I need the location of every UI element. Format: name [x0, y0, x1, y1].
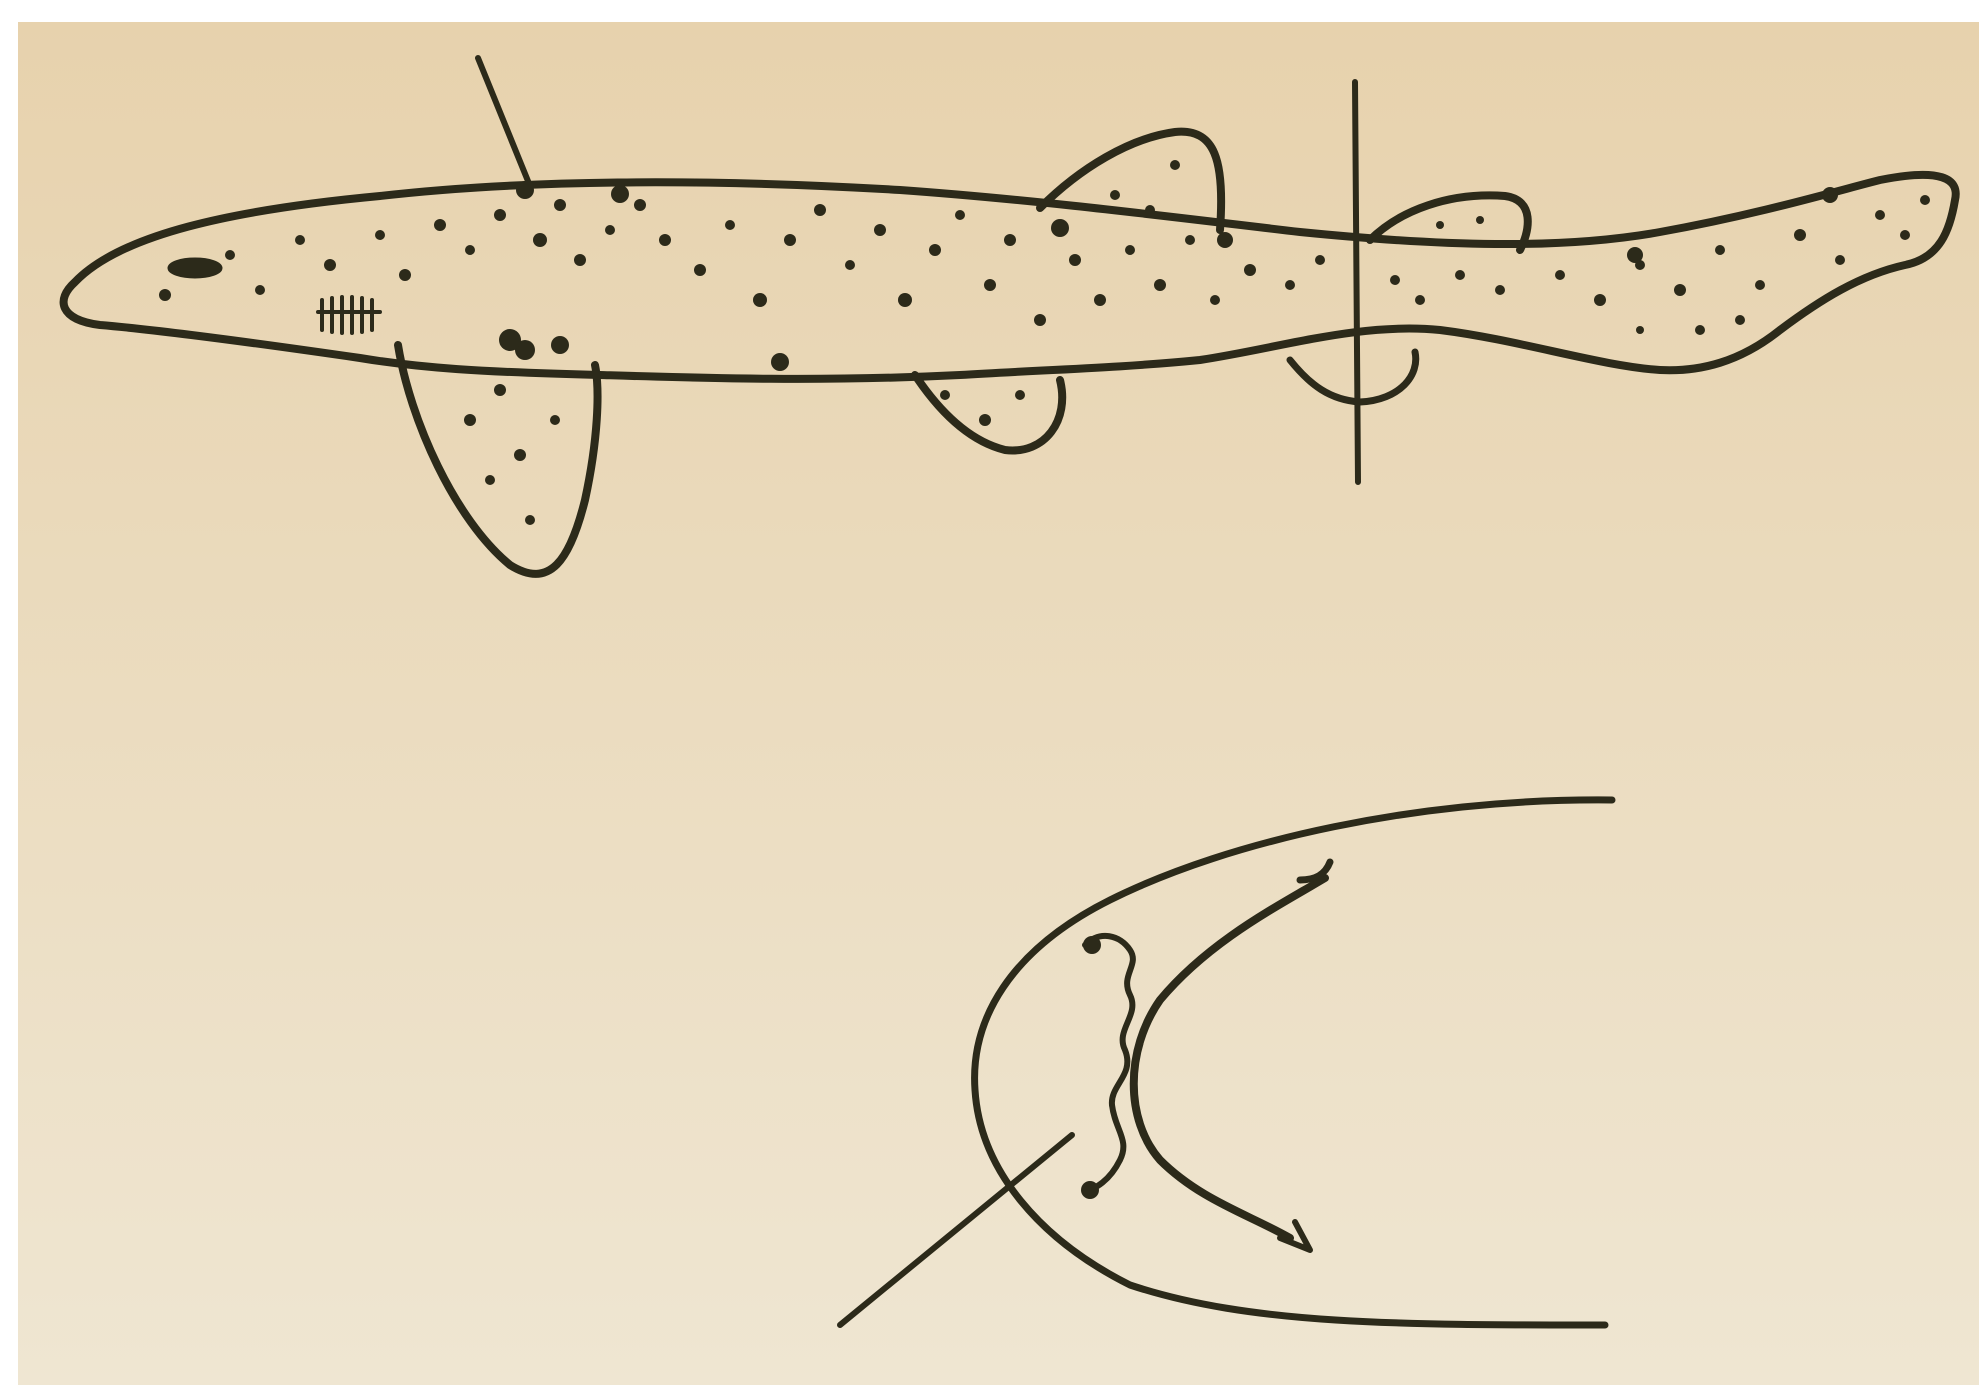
frame-bottom: [0, 1385, 1979, 1395]
frame-top: [0, 0, 1979, 22]
pointer-line-vertical: [1355, 82, 1358, 482]
nostril-lower: [1081, 1181, 1099, 1199]
eye-mark: [169, 259, 221, 277]
frame-left: [0, 0, 18, 1395]
nostril-upper: [1083, 936, 1101, 954]
